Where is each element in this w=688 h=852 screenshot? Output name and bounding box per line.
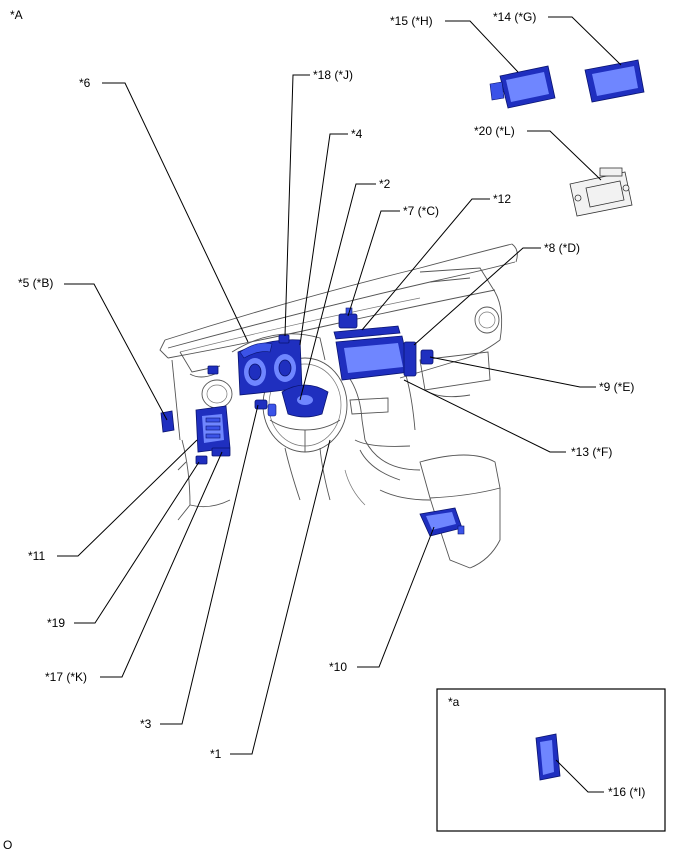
callout-1: *1 [210, 747, 222, 761]
upper-sensor-part [278, 334, 290, 344]
left-knee-module-part [195, 405, 231, 453]
upper-switch-part [333, 325, 401, 340]
console-ecu-part [419, 507, 465, 537]
right-module-part [420, 349, 434, 365]
callout-10: *10 [329, 660, 347, 674]
callout-18: *18 (*J) [313, 68, 353, 82]
inset-label: *a [448, 695, 460, 709]
corner-code: O [3, 838, 12, 852]
callout-8: *8 (*D) [544, 241, 580, 255]
inset-module-i [535, 733, 561, 781]
hazard-switch-part [338, 307, 358, 329]
figure-label: *A [10, 8, 23, 22]
dashboard-outline [159, 243, 518, 569]
callout-9: *9 (*E) [599, 380, 634, 394]
leader-lines [57, 16, 622, 793]
callout-17: *17 (*K) [45, 670, 87, 684]
spiral-cable-part [254, 399, 277, 417]
callout-14: *14 (*G) [493, 10, 536, 24]
left-vent-control-part [207, 365, 219, 375]
display-unit-g [584, 59, 645, 103]
callout-20: *20 (*L) [474, 124, 515, 138]
labels: *A *6 *18 (*J) *4 *2 *7 (*C) *12 *8 (*D)… [3, 8, 645, 852]
callout-2: *2 [379, 177, 391, 191]
callout-11: *11 [28, 549, 45, 563]
callout-15: *15 (*H) [390, 14, 433, 28]
inset-frame [436, 688, 666, 832]
callout-12: *12 [493, 192, 511, 206]
callout-13: *13 (*F) [571, 445, 612, 459]
callout-6: *6 [79, 76, 91, 90]
cluster-hood-part [239, 342, 273, 359]
callout-5: *5 (*B) [18, 276, 53, 290]
left-side-connector-part [160, 410, 175, 433]
audio-head-unit-l [569, 167, 633, 217]
multi-display-part [335, 335, 417, 381]
callout-16: *16 (*I) [608, 785, 645, 799]
callout-19: *19 [47, 616, 65, 630]
callout-3: *3 [140, 717, 152, 731]
steering-pad-part [281, 384, 329, 418]
callout-4: *4 [351, 127, 363, 141]
display-unit-h [489, 65, 556, 109]
callout-7: *7 (*C) [403, 204, 439, 218]
